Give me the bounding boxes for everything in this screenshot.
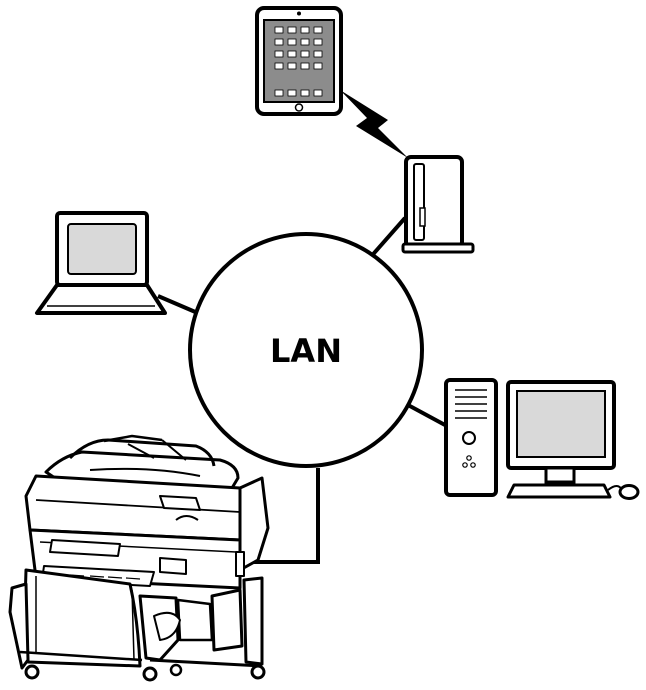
link-router: [366, 216, 407, 262]
printer-icon: [8, 434, 270, 682]
link-desktop: [407, 403, 446, 427]
link-laptop: [157, 294, 201, 316]
router-icon: [401, 155, 475, 254]
lan-label: LAN: [270, 332, 342, 370]
lan-hub: LAN: [188, 232, 424, 468]
connection-lines: [157, 216, 446, 564]
wireless-signal-icon: [340, 90, 408, 158]
link-printer: [244, 468, 320, 564]
desktop-computer-icon: [444, 378, 640, 500]
laptop-icon: [35, 211, 167, 315]
tablet-icon: [255, 6, 343, 116]
